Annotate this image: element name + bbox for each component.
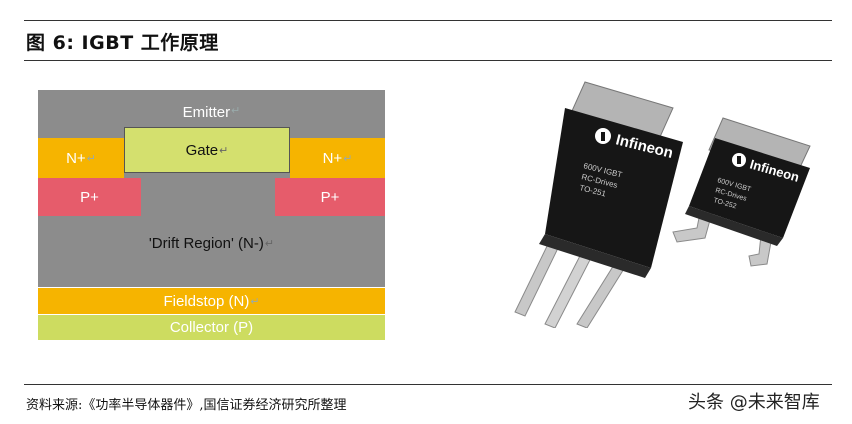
p-plus-right-label: P+ [320,188,340,206]
fieldstop-label: Fieldstop (N) [163,292,250,310]
title-rule [24,60,832,61]
paragraph-mark-icon: ↵ [343,152,353,165]
n-plus-left-label: N+ [66,149,86,167]
gate-label: Gate [185,141,219,159]
paragraph-mark-icon: ↵ [86,152,96,165]
n-plus-left-region: N+↵ [38,138,124,178]
gate-region: Gate↵ [124,127,290,173]
p-plus-left-label: P+ [80,188,99,206]
footer-rule [24,384,832,385]
collector-label: Collector (P) [169,319,254,336]
emitter-label: Emitter [182,104,231,121]
paragraph-mark-icon: ↵ [219,144,229,157]
igbt-package-photo: Infineon 600V IGBT RC-Drives TO-251 Infi… [505,78,835,329]
fieldstop-layer: Fieldstop (N)↵ [38,287,385,314]
n-plus-right-region: N+↵ [290,138,385,178]
paragraph-mark-icon: ↵ [231,105,241,117]
p-plus-left-region: P+ [38,178,141,216]
top-rule [24,20,832,21]
watermark-text: 头条 @未来智库 [688,392,820,413]
igbt-packages-illustration: Infineon 600V IGBT RC-Drives TO-251 Infi… [514,81,811,329]
to251-package [514,81,683,329]
to252-package [672,117,811,267]
source-note: 资料来源:《功率半导体器件》,国信证券经济研究所整理 [26,398,347,413]
paragraph-mark-icon: ↵ [250,295,260,308]
paragraph-mark-icon: ↵ [264,238,275,250]
n-plus-right-label: N+ [322,149,343,167]
figure-title: 图 6: IGBT 工作原理 [26,32,219,54]
p-plus-right-region: P+ [275,178,385,216]
drift-region-label: 'Drift Region' (N-) [148,235,264,252]
igbt-cross-section-diagram: Emitter↵ 'Drift Region' (N-)↵ N+↵ N+↵ Ga… [38,90,385,340]
collector-layer: Collector (P) [38,314,385,340]
